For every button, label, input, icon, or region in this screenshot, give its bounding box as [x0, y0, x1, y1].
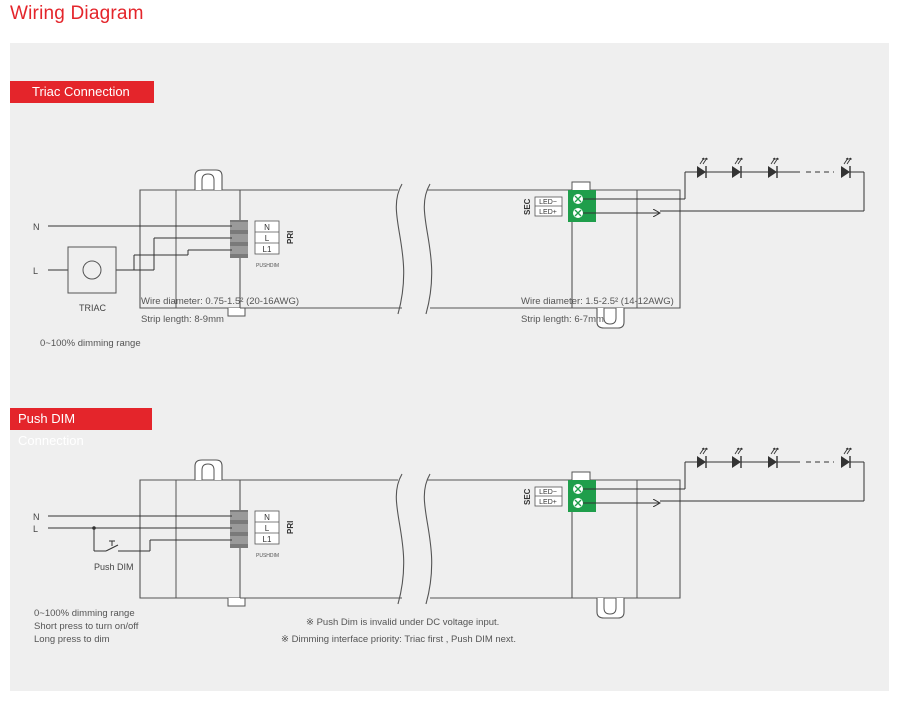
sec-side-label: SEC	[523, 198, 532, 215]
sec-side-label: SEC	[523, 488, 532, 505]
led-icon	[767, 157, 779, 179]
push-footnote-priority: ※ Dimming interface priority: Triac firs…	[281, 634, 516, 645]
pri-label-l1: L1	[263, 535, 272, 544]
push-secondary-terminal: LED− LED+ SEC	[523, 480, 596, 512]
push-footnote-dc: ※ Push Dim is invalid under DC voltage i…	[306, 617, 500, 628]
led-icon	[840, 157, 852, 179]
pri-side-label: PRI	[286, 231, 295, 244]
triac-input-wires	[48, 225, 232, 271]
push-n-label: N	[33, 512, 40, 522]
triac-output-wires	[583, 171, 865, 213]
sec-label-led-neg: LED−	[539, 199, 557, 206]
push-dim-connection-tag: Push DIM Connection	[10, 408, 152, 448]
triac-sec-strip-length: Strip length: 6-7mm	[521, 314, 604, 325]
pri-label-l: L	[265, 234, 270, 243]
pri-label-n: N	[264, 513, 270, 522]
triac-n-label: N	[33, 222, 40, 232]
triac-dimmer-label: TRIAC	[79, 303, 107, 313]
triac-primary-terminal: N L L1 PUSHDIM PRI	[230, 220, 295, 269]
led-icon	[731, 447, 743, 469]
pushdim-text: PUSHDIM	[256, 553, 279, 559]
triac-connection-tag: Triac Connection	[10, 81, 154, 103]
push-note-range: 0~100% dimming range	[34, 608, 135, 619]
push-output-wires	[583, 461, 865, 503]
pri-side-label: PRI	[286, 521, 295, 534]
led-icon	[696, 447, 708, 469]
push-l-label: L	[33, 524, 38, 534]
triac-sec-wire-diameter: Wire diameter: 1.5-2.5² (14-12AWG)	[521, 296, 674, 307]
sec-label-led-pos: LED+	[539, 209, 557, 216]
led-icon	[696, 157, 708, 179]
triac-secondary-terminal: LED− LED+ SEC	[523, 190, 596, 222]
push-primary-terminal: N L L1 PUSHDIM PRI	[230, 510, 295, 559]
push-note-long-press: Long press to dim	[34, 634, 110, 645]
diagram-panel	[10, 43, 889, 691]
triac-pri-strip-length: Strip length: 8-9mm	[141, 314, 224, 325]
page-title: Wiring Diagram	[10, 3, 144, 24]
triac-led-string	[696, 157, 852, 179]
triac-pri-wire-diameter: Wire diameter: 0.75-1.5² (20-16AWG)	[141, 296, 300, 307]
sec-label-led-pos: LED+	[539, 499, 557, 506]
pri-label-l1: L1	[263, 245, 272, 254]
pri-label-n: N	[264, 223, 270, 232]
triac-l-label: L	[33, 266, 38, 276]
triac-dimmer-box	[67, 246, 117, 294]
pushdim-text: PUSHDIM	[256, 263, 279, 269]
push-note-short-press: Short press to turn on/off	[34, 621, 139, 632]
sec-label-led-neg: LED−	[539, 489, 557, 496]
led-icon	[767, 447, 779, 469]
led-icon	[840, 447, 852, 469]
push-driver	[139, 459, 681, 619]
pri-label-l: L	[265, 524, 270, 533]
triac-range-note: 0~100% dimming range	[40, 338, 141, 349]
push-input-wires	[48, 515, 232, 552]
push-button-icon	[92, 526, 96, 530]
push-led-string	[696, 447, 852, 469]
led-icon	[731, 157, 743, 179]
push-dim-switch-label: Push DIM	[94, 562, 134, 572]
